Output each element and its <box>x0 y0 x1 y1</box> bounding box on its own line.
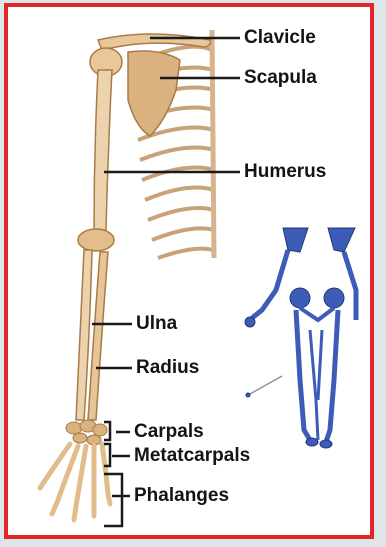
scapula-bone <box>128 51 180 136</box>
label-ulna: Ulna <box>136 314 177 334</box>
mini-skeleton-figure <box>245 228 356 448</box>
label-scapula: Scapula <box>244 68 317 88</box>
label-humerus: Humerus <box>244 162 326 182</box>
label-phalanges: Phalanges <box>134 486 229 506</box>
label-carpals: Carpals <box>134 422 204 442</box>
forearm-bones <box>76 250 108 420</box>
humerus-bone <box>78 48 122 251</box>
label-clavicle: Clavicle <box>244 28 316 48</box>
hand-bones <box>40 444 110 520</box>
label-metacarpals: Metatcarpals <box>134 446 250 466</box>
carpal-bones <box>66 420 107 445</box>
label-radius: Radius <box>136 358 199 378</box>
bone-group-brackets <box>104 422 122 526</box>
